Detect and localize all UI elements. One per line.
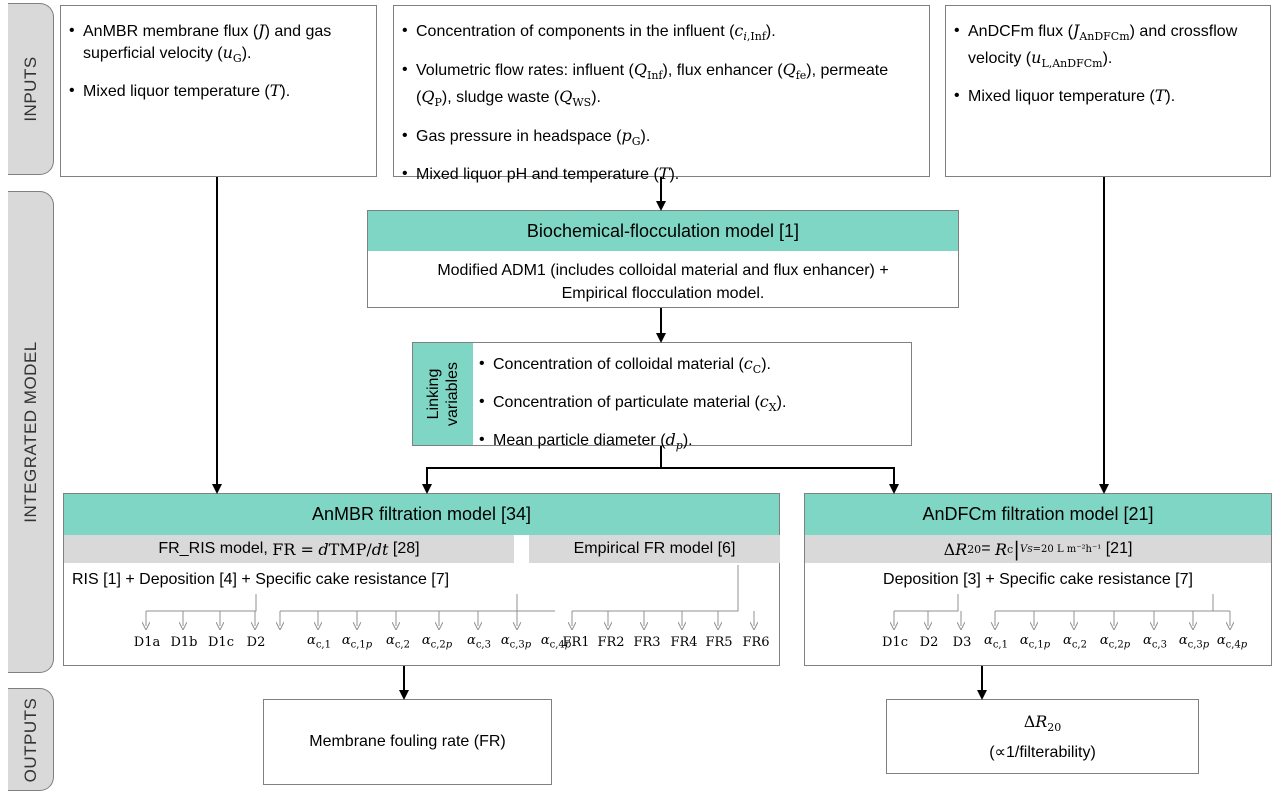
inputs-center-box: Concentration of components in the influ…: [393, 5, 930, 184]
inputs-center-list: Concentration of components in the influ…: [398, 20, 923, 185]
anmbr-label-d1c: D1c: [208, 635, 234, 650]
biochem-body-line2: Empirical flocculation model.: [561, 285, 765, 302]
anmbr-label-alpha-c2: αc,2: [386, 633, 410, 651]
andfcm-filtration-title: AnDFCm filtration model [21]: [805, 494, 1271, 535]
line-linking-split: [422, 446, 662, 494]
andfcm-label-alpha-c3p: αc,3p: [1178, 633, 1210, 651]
biochem-body-line1: Modified ADM1 (includes colloidal materi…: [437, 262, 889, 279]
biochem-model-body: Modified ADM1 (includes colloidal materi…: [368, 259, 958, 305]
linking-item-diameter: Mean particle diameter (dp).: [475, 429, 786, 456]
anmbr-label-fr2: FR2: [597, 635, 625, 650]
output-right-line1: ΔR20: [1023, 712, 1062, 735]
anmbr-label-d1a: D1a: [133, 635, 161, 650]
inputs-right-item-temp: Mixed liquor temperature (T).: [950, 85, 1264, 107]
andfcm-params-line: Deposition [3] + Specific cake resistanc…: [883, 571, 1193, 588]
andfcm-label-alpha-c4p: αc,4p: [1216, 633, 1248, 651]
output-right-line2: (∝1/filterability): [989, 744, 1096, 762]
inputs-section-tab: INPUTS: [8, 3, 54, 175]
output-left-box: Membrane fouling rate (FR): [263, 699, 552, 785]
andfcm-label-d2: D2: [919, 635, 939, 650]
anmbr-label-fr3: FR3: [633, 635, 661, 650]
andfcm-label-alpha-c3: αc,3: [1143, 633, 1167, 651]
linking-variables-list: Concentration of colloidal material (cC)…: [475, 353, 786, 468]
anmbr-label-alpha-c3: αc,3: [467, 633, 491, 651]
anmbr-filtration-title: AnMBR filtration model [34]: [64, 494, 779, 535]
inputs-left-item-flux: AnMBR membrane flux (J) and gas superfic…: [65, 20, 370, 69]
andfcm-label-alpha-c1: αc,1: [984, 633, 1008, 651]
anmbr-label-fr6: FR6: [742, 635, 770, 650]
anmbr-label-alpha-c1p: αc,1p: [341, 633, 373, 651]
andfcm-label-d1c: D1c: [882, 635, 908, 650]
anmbr-label-alpha-c4p: αc,4p: [540, 633, 572, 651]
linking-item-particulate: Concentration of particulate material (c…: [475, 391, 786, 418]
inputs-right-box: AnDCFm flux (JAnDFCm) and crossflow velo…: [945, 5, 1271, 177]
anmbr-empirical-label: Empirical FR model [6]: [529, 535, 780, 563]
biochem-model-title: Biochemical-flocculation model [1]: [368, 211, 958, 251]
inputs-left-list: AnMBR membrane flux (J) and gas superfic…: [65, 20, 370, 102]
inputs-center-item-pressure: Gas pressure in headspace (pG).: [398, 125, 923, 152]
anmbr-label-alpha-c3p: αc,3p: [500, 633, 532, 651]
anmbr-params-line: RIS [1] + Deposition [4] + Specific cake…: [72, 571, 450, 588]
anmbr-label-alpha-c1: αc,1: [307, 633, 331, 651]
inputs-left-box: AnMBR membrane flux (J) and gas superfic…: [60, 5, 377, 177]
andfcm-label-alpha-c2p: αc,2p: [1099, 633, 1131, 651]
andfcm-label-d3: D3: [952, 635, 972, 650]
andfcm-label-alpha-c2: αc,2: [1063, 633, 1087, 651]
andfcm-label-alpha-c1p: αc,1p: [1019, 633, 1051, 651]
linking-item-colloidal: Concentration of colloidal material (cC)…: [475, 353, 786, 380]
inputs-left-item-temp: Mixed liquor temperature (T).: [65, 80, 370, 102]
inputs-right-item-flux: AnDCFm flux (JAnDFCm) and crossflow velo…: [950, 20, 1264, 74]
anmbr-label-d2: D2: [246, 635, 266, 650]
anmbr-label-fr4: FR4: [670, 635, 698, 650]
inputs-right-list: AnDCFm flux (JAnDFCm) and crossflow velo…: [950, 20, 1264, 107]
output-right-box: ΔR20 (∝1/filterability): [886, 699, 1199, 774]
inputs-center-item-ph: Mixed liquor pH and temperature (T).: [398, 163, 923, 185]
anmbr-label-d1b: D1b: [170, 635, 198, 650]
line-linking-to-andfcm: [661, 467, 899, 494]
integrated-model-section-tab: INTEGRATED MODEL: [8, 191, 54, 673]
anmbr-label-fr5: FR5: [705, 635, 733, 650]
output-left-text: Membrane fouling rate (FR): [309, 733, 506, 750]
anmbr-label-alpha-c2p: αc,2p: [421, 633, 453, 651]
outputs-section-tab: OUTPUTS: [8, 688, 54, 791]
anmbr-label-fr1: FR1: [562, 635, 590, 650]
biochem-model-box: Biochemical-flocculation model [1] Modif…: [367, 210, 959, 308]
inputs-center-item-flows: Volumetric flow rates: influent (QInf), …: [398, 59, 923, 113]
anmbr-filtration-box: AnMBR filtration model [34] FR_RIS model…: [63, 493, 780, 666]
inputs-center-item-conc: Concentration of components in the influ…: [398, 20, 923, 48]
